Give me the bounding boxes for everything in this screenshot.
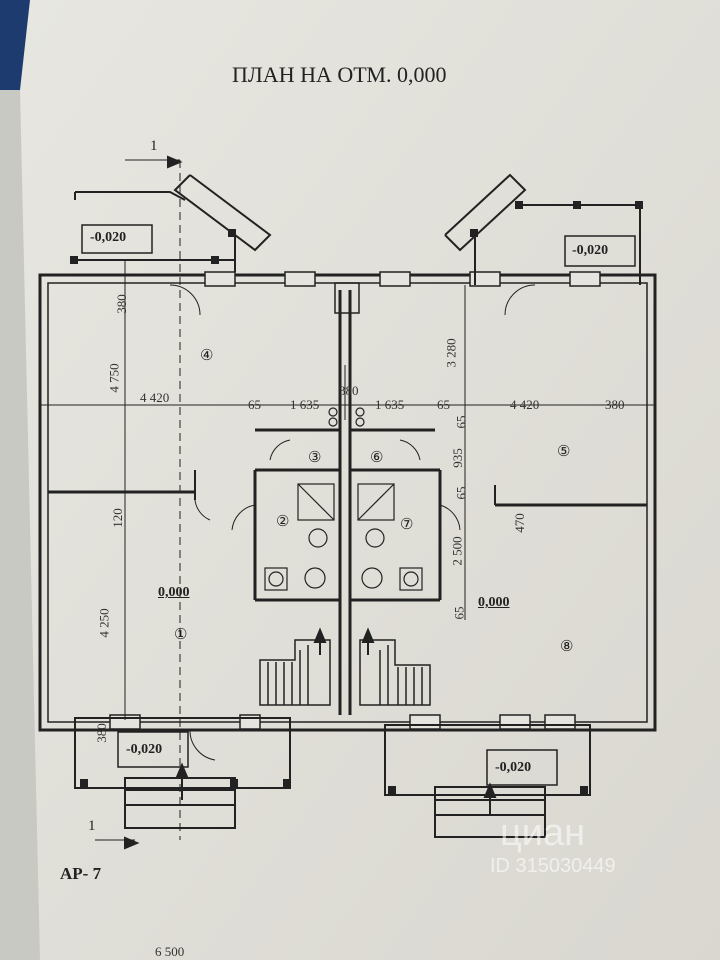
dim-380-bottom: 380 xyxy=(93,723,109,743)
section-marker-bottom: 1 xyxy=(88,818,96,834)
room-number-2: ② xyxy=(276,514,290,530)
room-number-7: ⑦ xyxy=(400,517,414,533)
elevation-boxes xyxy=(81,224,636,786)
stairs-right xyxy=(359,639,431,706)
room-number-4: ④ xyxy=(200,348,214,364)
elevation-porch-bottom-right: -0,020 xyxy=(495,760,532,775)
watermark-logo: циан xyxy=(500,812,586,854)
dim-380-top: 380 xyxy=(113,294,129,314)
dim-380-center: 380 xyxy=(339,383,359,398)
elevation-porch-bottom-left: -0,020 xyxy=(126,742,163,757)
room-number-1: ① xyxy=(174,627,188,643)
dim-2500: 2 500 xyxy=(449,536,465,566)
room-number-6: ⑥ xyxy=(370,450,384,466)
dimension-lines xyxy=(40,159,655,841)
dim-65-vert-2: 65 xyxy=(453,486,469,500)
dim-65-vert-3: 65 xyxy=(451,606,467,620)
dim-4750: 4 750 xyxy=(106,363,122,393)
elevation-ground-left: 0,000 xyxy=(158,585,190,600)
elevation-porch-top-right: -0,020 xyxy=(572,243,609,258)
dim-6500: 6 500 xyxy=(155,944,185,959)
windows-top xyxy=(204,271,601,314)
interior-walls-right xyxy=(350,428,647,602)
door-swings xyxy=(169,284,536,761)
room-number-8: ⑧ xyxy=(560,639,574,655)
columns xyxy=(70,201,643,794)
elevation-porch-top-left: -0,020 xyxy=(90,230,127,245)
dim-4250: 4 250 xyxy=(96,608,112,638)
balcony-top-left xyxy=(70,174,272,272)
dim-470: 470 xyxy=(511,513,527,533)
dim-3280: 3 280 xyxy=(443,338,459,368)
elevation-ground-right: 0,000 xyxy=(478,595,510,610)
interior-walls-left xyxy=(48,428,340,602)
section-marker-top: 1 xyxy=(150,138,158,154)
dim-65-right: 65 xyxy=(437,397,450,412)
central-wall xyxy=(338,290,352,715)
dim-4420-right: 4 420 xyxy=(510,397,540,412)
watermark-id: ID 315030449 xyxy=(490,855,616,877)
dim-935: 935 xyxy=(449,448,465,468)
room-number-5: ⑤ xyxy=(557,444,571,460)
stairs-left xyxy=(259,639,331,706)
dim-1635-left: 1 635 xyxy=(290,397,320,412)
dim-65-vert: 65 xyxy=(453,415,469,429)
dim-65-left: 65 xyxy=(248,397,261,412)
page-title: ПЛАН НА ОТМ. 0,000 xyxy=(232,62,447,87)
dim-4420-left: 4 420 xyxy=(140,390,170,405)
dim-1635-right: 1 635 xyxy=(375,397,405,412)
bathroom-fixtures-left xyxy=(264,407,338,591)
room-number-3: ③ xyxy=(308,450,322,466)
dim-380-right: 380 xyxy=(605,397,625,412)
entry-arrows xyxy=(124,155,497,850)
sheet-label: АР- 7 xyxy=(60,864,102,883)
dim-120: 120 xyxy=(109,508,125,528)
bathroom-fixtures-right xyxy=(355,407,423,591)
